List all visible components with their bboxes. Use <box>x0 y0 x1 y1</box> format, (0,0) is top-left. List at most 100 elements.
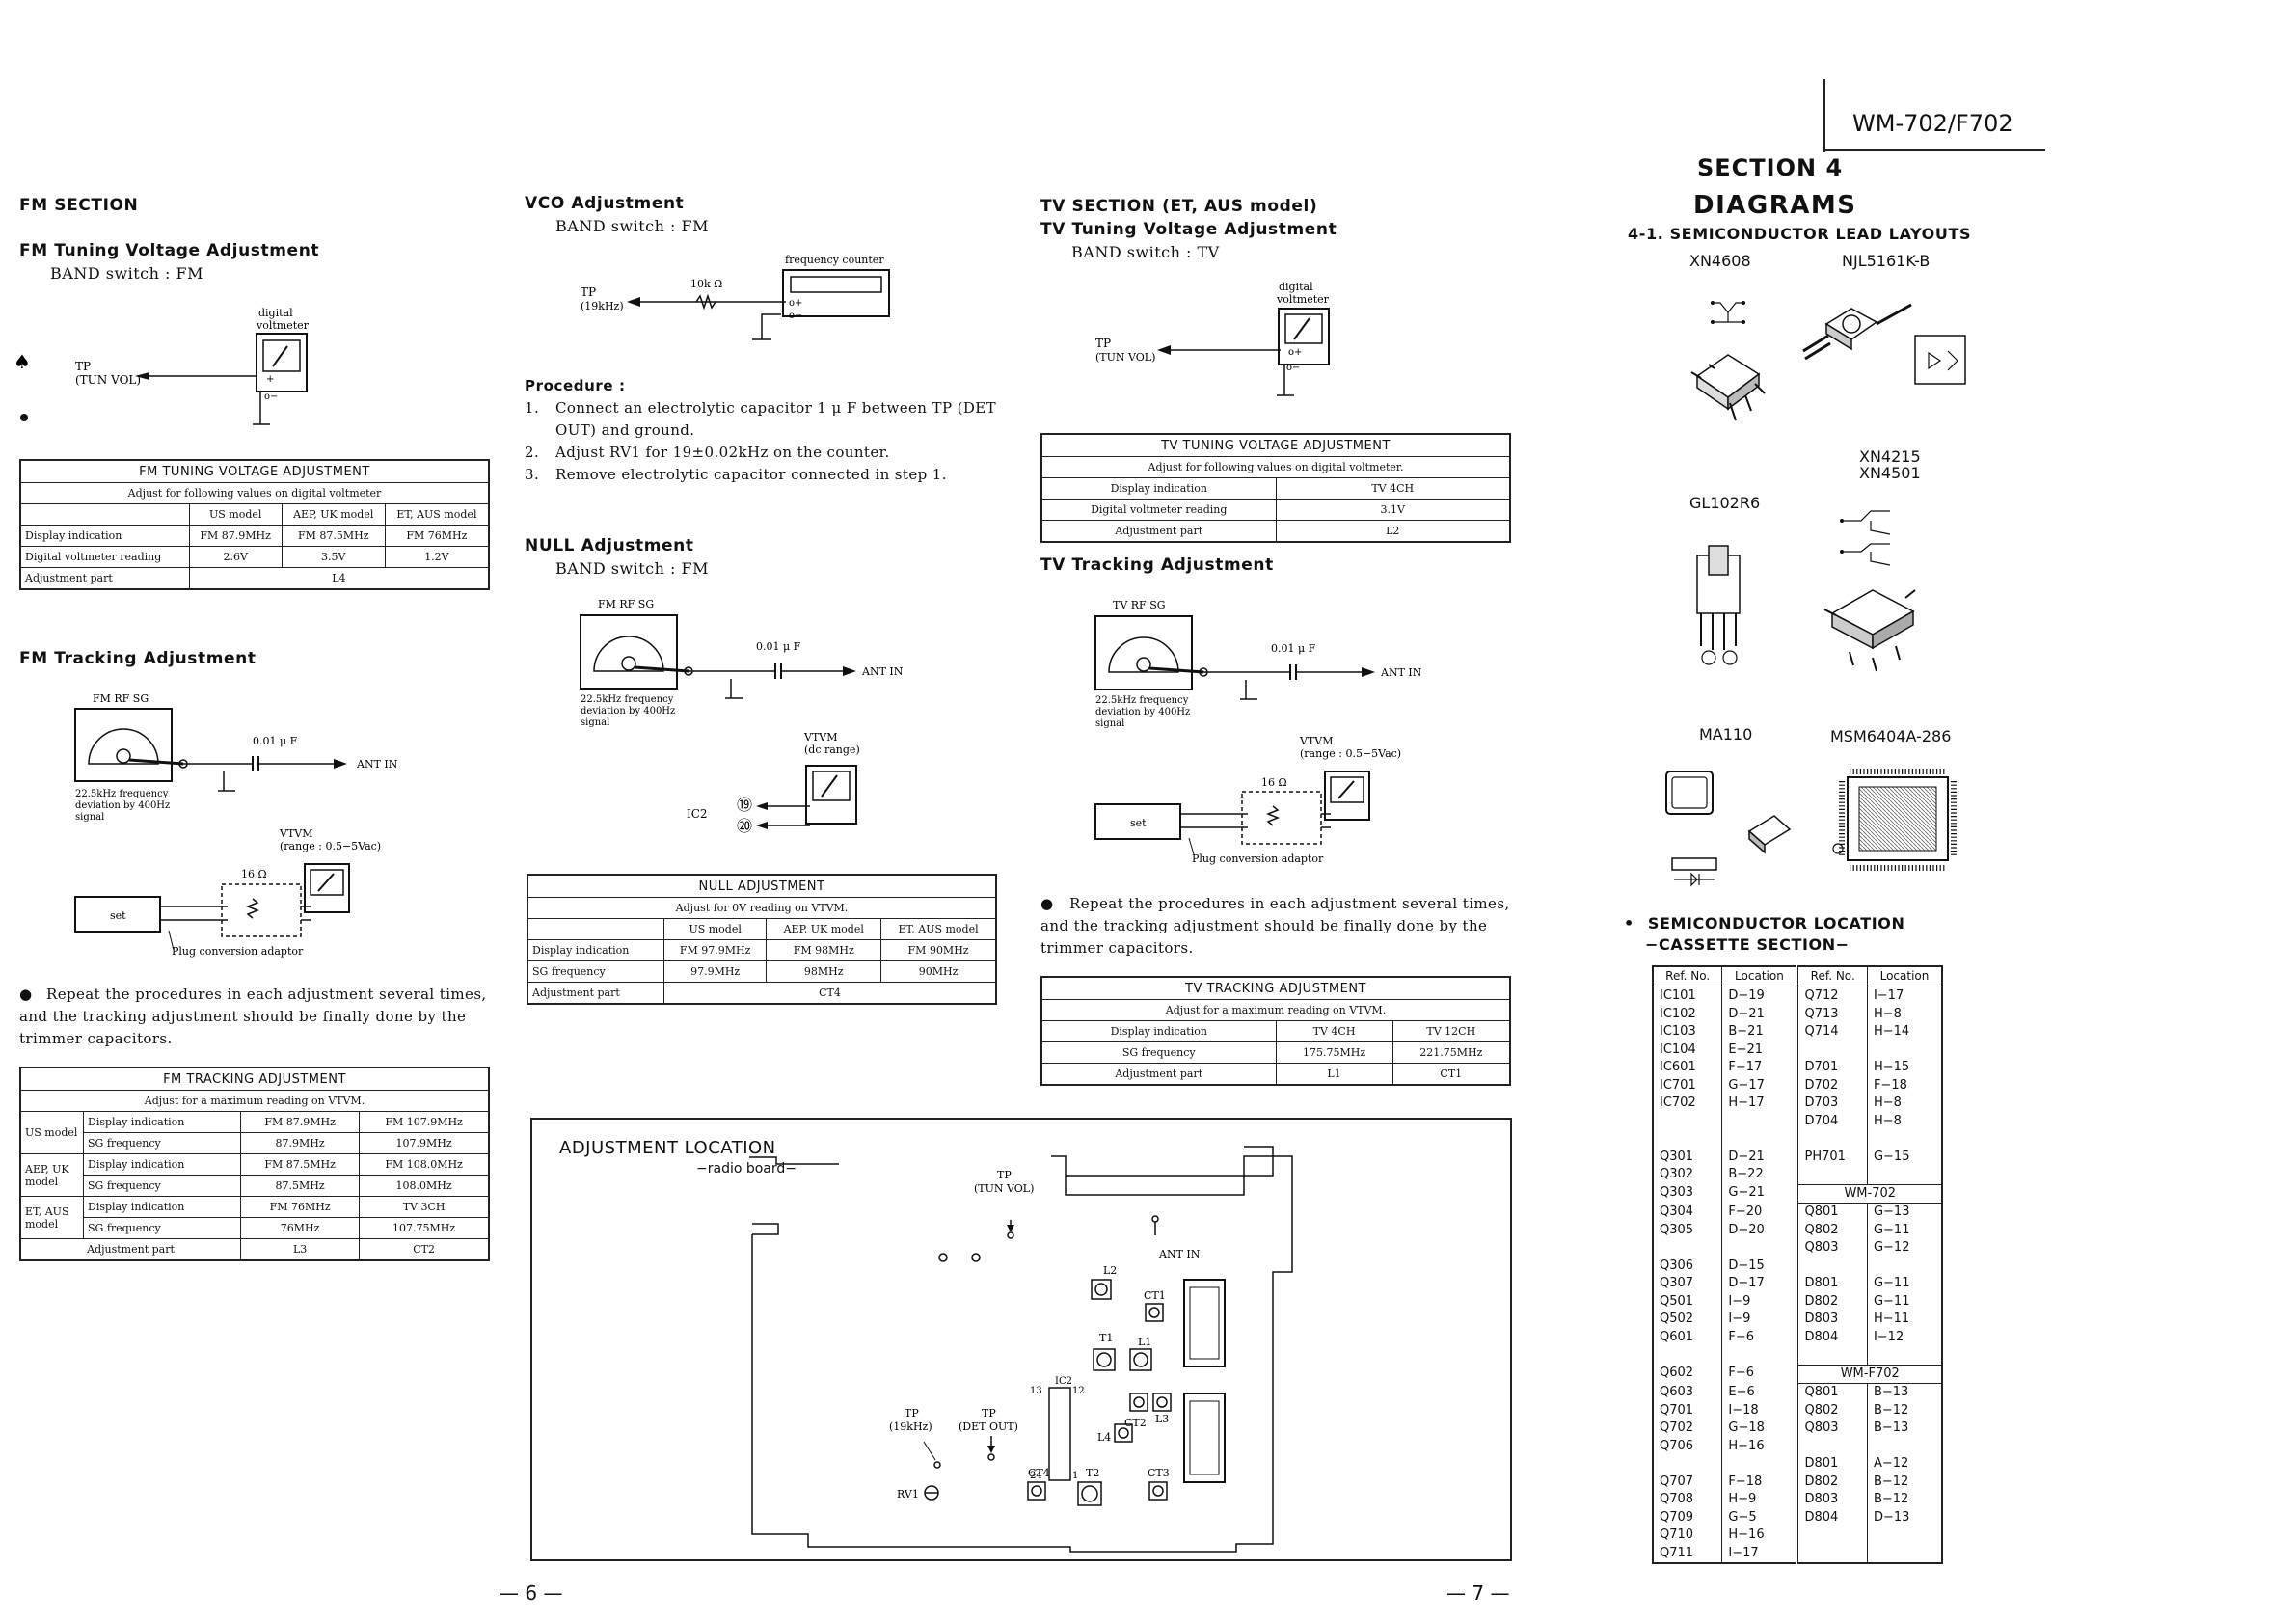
null-vtvm: VTVM <box>803 731 838 744</box>
row-label: SG frequency <box>82 1217 242 1239</box>
loc-cell: B−22 <box>1721 1166 1799 1184</box>
loc-tp19-sub: (19kHz) <box>889 1420 932 1433</box>
fm-tp-sub: (TUN VOL) <box>75 373 141 387</box>
part-label: XN4608 <box>1689 252 1751 270</box>
row-label: SG frequency <box>82 1175 242 1197</box>
row-label: Adjustment part <box>19 567 190 590</box>
loc-cell: D−17 <box>1721 1275 1799 1293</box>
semiconductor-location-heading: •SEMICONDUCTOR LOCATION <box>1624 914 1905 933</box>
msm6404a-package-icon <box>1832 769 1957 871</box>
table-cell: L3 <box>240 1238 361 1261</box>
table-cell: FM 98MHz <box>766 939 882 961</box>
loc-cell <box>1653 1130 1723 1149</box>
model-header-rule-v <box>1823 79 1825 152</box>
row-label: Display indication <box>1040 477 1277 500</box>
table-cell: 90MHz <box>880 960 997 983</box>
table-row <box>1653 1346 1942 1365</box>
loc-cell: IC104 <box>1653 1041 1723 1059</box>
fm-tuning-band: BAND switch : FM <box>50 264 203 283</box>
loc-cell <box>1796 1041 1868 1059</box>
loc-cell: D804 <box>1796 1508 1868 1527</box>
svg-text:o−: o− <box>789 311 802 321</box>
table-cell: 3.5V <box>281 546 386 568</box>
loc-cell: I−18 <box>1721 1401 1799 1420</box>
loc-ct4: CT4 <box>1028 1467 1050 1479</box>
loc-cell: I−9 <box>1721 1292 1799 1311</box>
tv-sg-note-3: signal <box>1095 718 1124 729</box>
tv-tracking-title: TV Tracking Adjustment <box>1040 555 1274 575</box>
loc-cell: H−16 <box>1721 1437 1799 1455</box>
fm-repeat-note: ●Repeat the procedures in each adjustmen… <box>19 984 492 1050</box>
tv-vtvm: VTVM <box>1299 735 1334 747</box>
table-cell: CT4 <box>663 982 997 1005</box>
row-label: Digital voltmeter reading <box>1040 499 1277 521</box>
loc-cell: D802 <box>1796 1473 1868 1491</box>
part-label: MA110 <box>1699 725 1753 744</box>
model-subheader: WM-702 <box>1796 1183 1942 1204</box>
loc-t1: T1 <box>1099 1332 1113 1344</box>
fm-tracking-table-subtitle: Adjust for a maximum reading on VTVM. <box>19 1090 490 1112</box>
tv-meter-label-2: voltmeter <box>1276 293 1330 306</box>
loc-cell: PH701 <box>1796 1148 1868 1166</box>
model-cell: ET, AUS model <box>19 1196 84 1239</box>
fm-sg-note-3: signal <box>75 812 104 823</box>
loc-cell: G−11 <box>1873 1222 1910 1237</box>
table-cell: TV 12CH <box>1391 1020 1511 1042</box>
loc-cell: Q707 <box>1653 1473 1723 1491</box>
section-4-label: SECTION 4 <box>1697 154 1844 181</box>
tv-tracking-diagram: TV RF SG 0.01 μ F ANT IN 22.5kHz frequen… <box>1094 599 1422 865</box>
loc-cell: G−12 <box>1873 1240 1910 1255</box>
loc-cell: H−15 <box>1873 1060 1910 1074</box>
loc-cell: F−18 <box>1873 1077 1907 1093</box>
vco-band: BAND switch : FM <box>555 217 709 235</box>
loc-cell: H−14 <box>1873 1024 1910 1039</box>
loc-cell: B−21 <box>1721 1023 1799 1041</box>
loc-tpdet-sub: (DET OUT) <box>959 1420 1018 1433</box>
loc-pin-12: 12 <box>1072 1386 1085 1396</box>
fm-tuning-title: FM Tuning Voltage Adjustment <box>19 241 320 260</box>
model-number: WM-702/F702 <box>1852 110 2013 137</box>
svg-text:o+: o+ <box>1288 347 1302 358</box>
loc-cell: B−12 <box>1873 1402 1909 1418</box>
loc-cell: H−9 <box>1721 1491 1799 1509</box>
tv-tuning-title: TV Tuning Voltage Adjustment <box>1040 220 1337 239</box>
njl5161kb-package-icon <box>1802 303 1966 385</box>
table-cell: 76MHz <box>240 1217 361 1239</box>
loc-cell <box>1721 1346 1799 1365</box>
loc-header: Location <box>1721 966 1799 987</box>
fm-sg-note-1: 22.5kHz frequency <box>75 789 169 799</box>
table-cell: FM 97.9MHz <box>662 939 768 961</box>
loc-cell: Q801 <box>1796 1203 1868 1222</box>
tv-ohm: 16 Ω <box>1261 776 1287 789</box>
fm-rf-sg: FM RF SG <box>93 692 149 705</box>
table-cell: 107.9MHz <box>359 1132 490 1154</box>
null-cap: 0.01 μ F <box>756 640 801 653</box>
loc-cell: Q803 <box>1796 1420 1868 1438</box>
fm-tuning-table: FM TUNING VOLTAGE ADJUSTMENT Adjust for … <box>19 459 490 590</box>
loc-t2: T2 <box>1086 1467 1099 1479</box>
vco-step: 2.Adjust RV1 for 19±0.02kHz on the count… <box>525 444 890 461</box>
loc-cell: D702 <box>1796 1076 1868 1095</box>
tv-ant-in: ANT IN <box>1380 666 1422 679</box>
table-cell: 87.5MHz <box>240 1175 361 1197</box>
loc-cell: A−12 <box>1873 1456 1909 1471</box>
null-band: BAND switch : FM <box>555 559 709 578</box>
table-cell: FM 87.5MHz <box>240 1153 361 1176</box>
loc-cell: Q802 <box>1796 1221 1868 1239</box>
loc-cell: H−8 <box>1873 1113 1902 1128</box>
loc-cell: E−6 <box>1721 1383 1799 1402</box>
vco-resistor: 10k Ω <box>690 278 722 290</box>
fm-tp-label: TP <box>75 360 91 373</box>
adjustment-location-title: ADJUSTMENT LOCATION <box>559 1138 776 1158</box>
loc-cell <box>1721 1112 1799 1130</box>
loc-ant-in: ANT IN <box>1158 1248 1201 1260</box>
tv-repeat-text: Repeat the procedures in each adjustment… <box>1040 895 1510 957</box>
